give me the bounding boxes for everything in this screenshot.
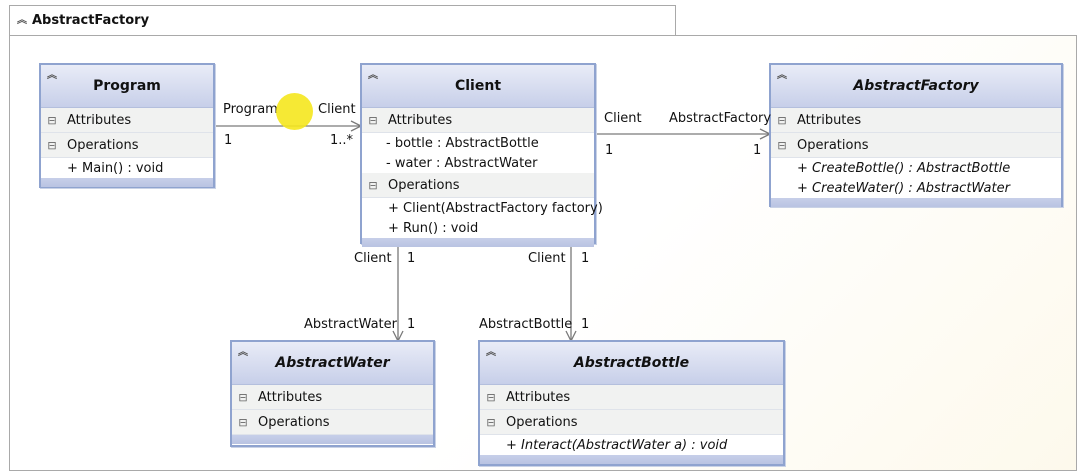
- attributes-section[interactable]: ⊟ Attributes: [41, 108, 213, 133]
- class-name: AbstractBottle: [573, 355, 690, 371]
- class-header[interactable]: ︽ AbstractWater: [232, 342, 433, 385]
- class-abstract-bottle[interactable]: ︽ AbstractBottle ⊟ Attributes ⊟ Operatio…: [478, 340, 785, 466]
- operations-section[interactable]: ⊟ Operations: [41, 133, 213, 158]
- role-label: Program: [223, 102, 278, 117]
- section-label: Attributes: [258, 389, 323, 405]
- collapse-minus-icon[interactable]: ⊟: [368, 178, 378, 192]
- role-label: AbstractFactory: [669, 111, 772, 126]
- attributes-section[interactable]: ⊟ Attributes: [480, 385, 783, 410]
- class-footer: [232, 435, 433, 444]
- multiplicity-label: 1: [581, 317, 590, 332]
- role-label: Client: [604, 111, 642, 126]
- collapse-chevron-icon[interactable]: ︽: [47, 70, 57, 81]
- class-footer: [771, 198, 1061, 207]
- section-label: Attributes: [67, 112, 132, 128]
- section-label: Attributes: [388, 112, 453, 128]
- class-name: AbstractFactory: [853, 78, 979, 94]
- section-label: Operations: [67, 137, 139, 153]
- multiplicity-label: 1: [753, 143, 762, 158]
- attributes-section[interactable]: ⊟ Attributes: [771, 108, 1061, 133]
- class-header[interactable]: ︽ AbstractBottle: [480, 342, 783, 385]
- class-program[interactable]: ︽ Program ⊟ Attributes ⊟ Operations + Ma…: [39, 63, 215, 188]
- class-abstract-water[interactable]: ︽ AbstractWater ⊟ Attributes ⊟ Operation…: [230, 340, 435, 447]
- collapse-minus-icon[interactable]: ⊟: [47, 138, 57, 152]
- attribute-item[interactable]: - bottle : AbstractBottle: [362, 133, 594, 153]
- class-header[interactable]: ︽ Client: [362, 65, 594, 108]
- role-label: Client: [528, 251, 566, 266]
- package-title[interactable]: ︽ AbstractFactory: [17, 13, 149, 28]
- section-label: Operations: [258, 414, 330, 430]
- class-name: Client: [454, 78, 502, 94]
- operation-item[interactable]: + CreateWater() : AbstractWater: [771, 178, 1061, 198]
- section-label: Operations: [388, 177, 460, 193]
- multiplicity-label: 1: [407, 251, 416, 266]
- multiplicity-label: 1: [224, 133, 233, 148]
- operation-item[interactable]: + CreateBottle() : AbstractBottle: [771, 158, 1061, 178]
- multiplicity-label: 1: [407, 317, 416, 332]
- role-label: Client: [354, 251, 392, 266]
- class-abstract-factory[interactable]: ︽ AbstractFactory ⊟ Attributes ⊟ Operati…: [769, 63, 1063, 207]
- collapse-chevron-icon[interactable]: ︽: [238, 347, 248, 358]
- section-label: Attributes: [506, 389, 571, 405]
- package-tab: [9, 5, 676, 36]
- attributes-section[interactable]: ⊟ Attributes: [362, 108, 594, 133]
- collapse-minus-icon[interactable]: ⊟: [368, 113, 378, 127]
- collapse-minus-icon[interactable]: ⊟: [47, 113, 57, 127]
- class-footer: [480, 455, 783, 464]
- collapse-chevron-icon[interactable]: ︽: [17, 14, 27, 26]
- attribute-item[interactable]: - water : AbstractWater: [362, 153, 594, 173]
- role-label: AbstractWater: [304, 317, 397, 332]
- package-name: AbstractFactory: [32, 13, 150, 28]
- class-footer: [362, 238, 594, 247]
- collapse-minus-icon[interactable]: ⊟: [486, 415, 496, 429]
- class-name: Program: [93, 78, 161, 94]
- role-label: Client: [318, 102, 356, 117]
- class-name: AbstractWater: [275, 355, 390, 371]
- attributes-section[interactable]: ⊟ Attributes: [232, 385, 433, 410]
- collapse-minus-icon[interactable]: ⊟: [777, 113, 787, 127]
- collapse-chevron-icon[interactable]: ︽: [777, 70, 787, 81]
- cursor-highlight: [276, 93, 313, 130]
- collapse-minus-icon[interactable]: ⊟: [238, 415, 248, 429]
- collapse-minus-icon[interactable]: ⊟: [238, 390, 248, 404]
- multiplicity-label: 1: [605, 143, 614, 158]
- class-header[interactable]: ︽ Program: [41, 65, 213, 108]
- class-header[interactable]: ︽ AbstractFactory: [771, 65, 1061, 108]
- role-label: AbstractBottle: [479, 317, 573, 332]
- operations-section[interactable]: ⊟ Operations: [771, 133, 1061, 158]
- operation-item[interactable]: + Run() : void: [362, 218, 594, 238]
- section-label: Attributes: [797, 112, 862, 128]
- operation-item[interactable]: + Interact(AbstractWater a) : void: [480, 435, 783, 455]
- operations-section[interactable]: ⊟ Operations: [480, 410, 783, 435]
- operations-section[interactable]: ⊟ Operations: [362, 173, 594, 198]
- collapse-chevron-icon[interactable]: ︽: [486, 347, 496, 358]
- multiplicity-label: 1..*: [330, 133, 354, 148]
- section-label: Operations: [506, 414, 578, 430]
- collapse-minus-icon[interactable]: ⊟: [486, 390, 496, 404]
- operations-section[interactable]: ⊟ Operations: [232, 410, 433, 435]
- collapse-minus-icon[interactable]: ⊟: [777, 138, 787, 152]
- multiplicity-label: 1: [581, 251, 590, 266]
- operation-item[interactable]: + Main() : void: [41, 158, 213, 178]
- operation-item[interactable]: + Client(AbstractFactory factory): [362, 198, 603, 218]
- class-client[interactable]: ︽ Client ⊟ Attributes - bottle : Abstrac…: [360, 63, 603, 247]
- class-footer: [41, 178, 213, 187]
- section-label: Operations: [797, 137, 869, 153]
- collapse-chevron-icon[interactable]: ︽: [368, 70, 378, 81]
